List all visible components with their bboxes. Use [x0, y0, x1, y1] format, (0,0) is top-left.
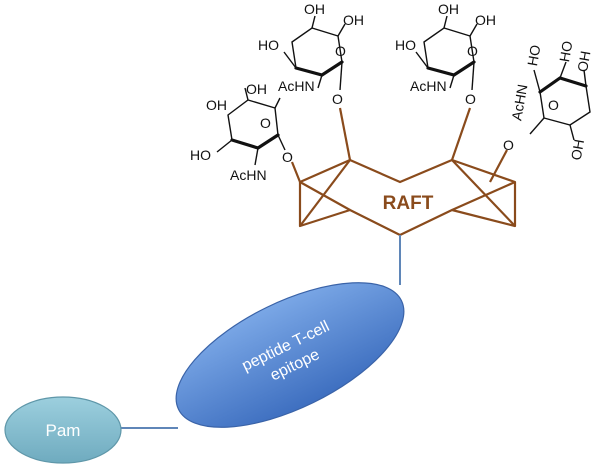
- sugar-center-right: OH OH HO O AcHN O: [395, 1, 496, 107]
- raft-arm-1: [338, 107, 352, 161]
- sugar-right-bond-ho-mid: [559, 61, 567, 79]
- pam-node: Pam: [4, 396, 122, 464]
- raft-scaffold: RAFT: [290, 107, 517, 237]
- sugar-center-right-achn: AcHN: [410, 78, 447, 94]
- sugar-right-ring-o: O: [548, 97, 559, 113]
- sugar-right-bond-oh: [583, 69, 587, 87]
- sugar-left-wedge: [230, 133, 280, 150]
- raft-label: RAFT: [383, 193, 434, 214]
- raft-arm-3: [290, 161, 302, 183]
- sugar-center-left-oh-1: OH: [304, 1, 325, 17]
- sugar-center-right-oh-1: OH: [438, 1, 459, 17]
- sugar-center-right-bond-ho: [415, 51, 429, 69]
- sugar-center-left-bond-nhac: [317, 74, 323, 89]
- sugar-center-left-bond-oh: [311, 15, 316, 29]
- sugar-center-right-wedge: [426, 60, 476, 77]
- sugar-left-oh-2: OH: [246, 81, 267, 97]
- sugar-left-bond-oh: [244, 87, 249, 101]
- raft-cross-left-b: [299, 159, 351, 227]
- pam-label: Pam: [46, 421, 81, 440]
- sugar-left-oh-1: OH: [206, 97, 227, 113]
- sugar-right-wedge: [538, 76, 588, 94]
- peptide-node: peptide T-cell epitope: [175, 282, 405, 428]
- sugar-right-ho-2: HO: [556, 40, 575, 64]
- sugar-left-glyco-o: O: [282, 149, 293, 165]
- sugar-center-right-bond-glyco: [471, 61, 475, 91]
- sugar-left-ring-o: O: [260, 115, 271, 131]
- sugar-center-left-bond-glyco: [339, 61, 343, 91]
- raft-arm-2: [450, 107, 472, 161]
- sugar-center-left: OH OH HO O AcHN O: [258, 1, 364, 107]
- sugar-center-right-bond-nhac: [449, 74, 455, 89]
- sugar-right-achn: AcHN: [508, 83, 530, 122]
- sugar-right-bond-oh-bottom: [569, 124, 575, 141]
- sugar-left-ho: HO: [190, 147, 211, 163]
- sugar-right-bond-glyco: [529, 117, 545, 135]
- sugar-center-left-wedge: [294, 60, 344, 77]
- sugar-center-left-bond-ho: [283, 51, 297, 69]
- raft-cross-right-a: [451, 180, 516, 212]
- sugar-center-right-ho: HO: [395, 37, 416, 53]
- sugar-center-left-achn: AcHN: [278, 78, 315, 94]
- sugar-center-left-bond-ch2: [337, 23, 346, 37]
- sugar-center-left-oh-2: OH: [343, 12, 364, 28]
- sugar-right-bond-ho-top: [533, 69, 541, 93]
- sugar-center-right-glyco-o: O: [465, 91, 476, 107]
- sugar-right: HO HO OH AcHN O OH O: [503, 40, 593, 162]
- sugar-left: OH OH O HO AcHN O: [190, 81, 293, 183]
- sugar-center-right-oh-2: OH: [475, 12, 496, 28]
- sugar-left-bond-ch2: [274, 97, 281, 109]
- sugar-center-right-bond-ch2: [469, 23, 478, 37]
- sugar-center-left-ring-o: O: [335, 43, 346, 59]
- sugar-right-oh-2: OH: [568, 138, 587, 161]
- sugar-right-ho-1: HO: [524, 44, 543, 68]
- raft-cross-left-a: [299, 181, 351, 211]
- sugar-center-left-ho: HO: [258, 37, 279, 53]
- sugar-center-left-glyco-o: O: [332, 91, 343, 107]
- sugar-right-glyco-o: O: [503, 137, 514, 153]
- sugar-left-bond-nhac: [254, 147, 259, 166]
- sugar-center-right-ring-o: O: [467, 43, 478, 59]
- raft-arm-4: [489, 149, 508, 183]
- raft-cross-right-b: [451, 159, 516, 227]
- sugar-center-right-bond-oh: [443, 15, 448, 29]
- sugar-left-achn: AcHN: [230, 167, 267, 183]
- pam-ellipse: [4, 396, 122, 464]
- sugar-left-bond-glyco: [277, 134, 286, 151]
- peptide-ellipse: [175, 282, 405, 428]
- sugar-right-oh-1: OH: [574, 50, 593, 73]
- sugar-left-bond-ho: [216, 139, 233, 153]
